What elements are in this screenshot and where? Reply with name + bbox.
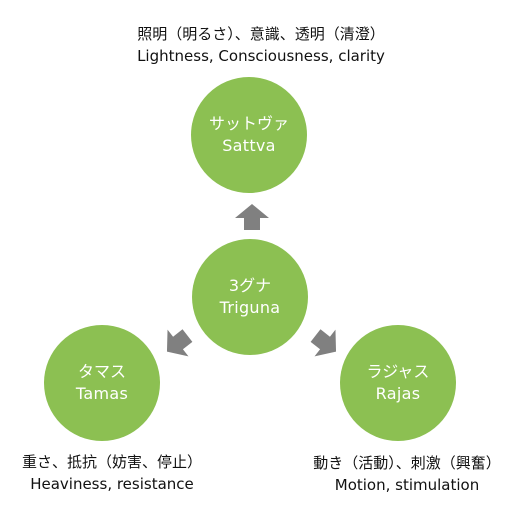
rajas-caption-jp: 動き（活動）、刺激（興奮）: [313, 454, 501, 472]
rajas-label-en: Rajas: [375, 384, 421, 403]
sattva-caption: 照明（明るさ）、意識、透明（清澄） Lightness, Consciousne…: [61, 24, 461, 68]
tamas-circle: タマス Tamas: [44, 325, 160, 441]
tamas-caption-en: Heaviness, resistance: [30, 474, 194, 493]
sattva-caption-jp: 照明（明るさ）、意識、透明（清澄）: [137, 25, 385, 43]
sattva-circle: サットヴァ Sattva: [191, 77, 307, 193]
triguna-label-jp: 3グナ: [228, 276, 272, 296]
tamas-caption-jp: 重さ、抵抗（妨害、停止）: [21, 453, 202, 471]
triguna-circle: 3グナ Triguna: [192, 239, 308, 355]
tamas-caption: 重さ、抵抗（妨害、停止） Heaviness, resistance: [2, 452, 222, 496]
tamas-label-en: Tamas: [75, 384, 129, 403]
arrow-to-rajas: [310, 329, 337, 357]
arrow-to-tamas: [166, 329, 193, 357]
arrow-to-sattva: [235, 204, 269, 230]
rajas-caption-en: Motion, stimulation: [334, 475, 480, 494]
rajas-caption: 動き（活動）、刺激（興奮） Motion, stimulation: [296, 453, 518, 497]
rajas-label-jp: ラジャス: [366, 362, 430, 382]
rajas-circle: ラジャス Rajas: [340, 325, 456, 441]
tamas-label-jp: タマス: [77, 362, 126, 382]
sattva-label-en: Sattva: [222, 136, 276, 155]
sattva-caption-en: Lightness, Consciousness, clarity: [137, 46, 385, 65]
sattva-label-jp: サットヴァ: [208, 114, 289, 134]
triguna-label-en: Triguna: [219, 298, 281, 317]
